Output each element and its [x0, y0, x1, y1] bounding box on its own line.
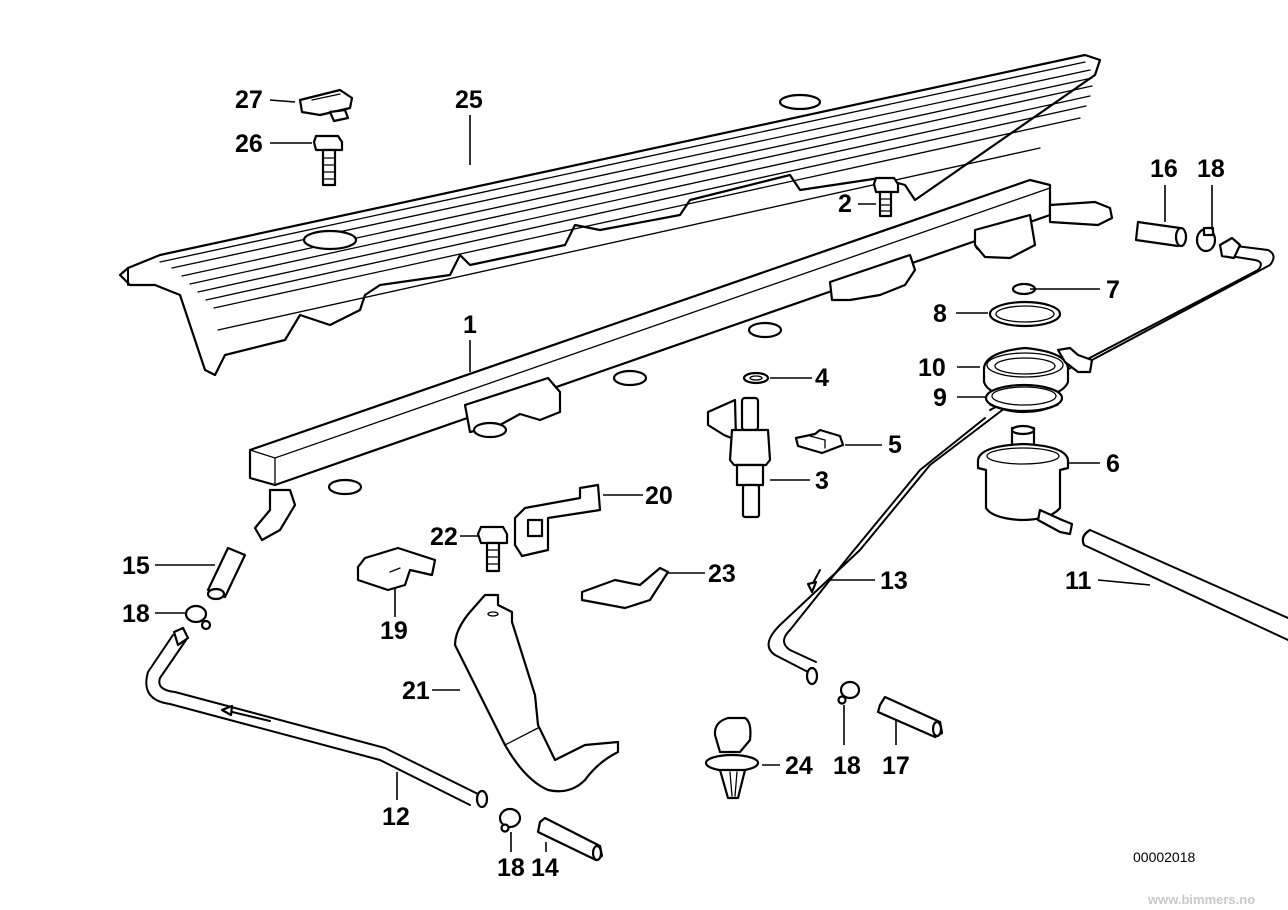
label-8[interactable]: 8 — [933, 300, 947, 328]
label-4[interactable]: 4 — [815, 364, 829, 392]
label-22[interactable]: 22 — [430, 523, 458, 551]
part-labels: 27 26 25 1 2 16 18 7 8 10 9 6 4 5 3 20 2… — [122, 86, 1225, 882]
part-15-hose[interactable] — [206, 546, 247, 601]
label-3[interactable]: 3 — [815, 467, 829, 495]
label-23[interactable]: 23 — [708, 560, 736, 588]
part-4-o-ring[interactable] — [742, 371, 770, 385]
part-18-hose-clamp[interactable] — [184, 604, 212, 631]
part-3-fuel-injector[interactable] — [706, 396, 772, 519]
label-11[interactable]: 11 — [1065, 567, 1092, 595]
label-24[interactable]: 24 — [785, 752, 813, 780]
part-27-cover-cap[interactable] — [298, 88, 354, 123]
part-5-injector-clip[interactable] — [794, 428, 845, 455]
label-9[interactable]: 9 — [933, 384, 947, 412]
label-14[interactable]: 14 — [531, 854, 559, 882]
drawing-number: 00002018 — [1133, 849, 1196, 865]
label-15[interactable]: 15 — [122, 552, 150, 580]
label-21[interactable]: 21 — [402, 677, 430, 705]
part-2-bolt[interactable] — [872, 176, 900, 218]
label-25[interactable]: 25 — [455, 86, 483, 114]
part-8-o-ring[interactable] — [988, 300, 1062, 328]
part-19-holder[interactable] — [356, 546, 437, 592]
part-12-fuel-line-return[interactable] — [145, 626, 489, 809]
label-27[interactable]: 27 — [235, 86, 263, 114]
label-13[interactable]: 13 — [880, 567, 908, 595]
label-20[interactable]: 20 — [645, 482, 673, 510]
part-16-hose[interactable] — [1134, 220, 1188, 248]
label-7[interactable]: 7 — [1106, 276, 1120, 304]
part-6-pressure-regulator[interactable] — [976, 424, 1074, 536]
label-1[interactable]: 1 — [463, 311, 477, 339]
part-23-bracket-plate[interactable] — [580, 566, 670, 610]
label-16[interactable]: 16 — [1150, 155, 1178, 183]
part-1-fuel-rail[interactable] — [248, 178, 1114, 542]
label-5[interactable]: 5 — [888, 431, 902, 459]
label-18-left[interactable]: 18 — [122, 600, 150, 628]
part-14-hose[interactable] — [536, 816, 604, 862]
label-2[interactable]: 2 — [838, 190, 852, 218]
label-18-bottom[interactable]: 18 — [497, 854, 525, 882]
part-22-bolt[interactable] — [476, 525, 509, 573]
part-10-clamp-ring[interactable] — [982, 346, 1094, 400]
part-26-bolt[interactable] — [312, 134, 344, 187]
label-17[interactable]: 17 — [882, 752, 910, 780]
part-21-support-bracket[interactable] — [453, 593, 620, 793]
part-18-hose-clamp[interactable] — [837, 680, 861, 705]
part-25-injector-cover[interactable] — [118, 53, 1102, 377]
label-6[interactable]: 6 — [1106, 450, 1120, 478]
label-10[interactable]: 10 — [918, 354, 946, 382]
part-18-hose-clamp[interactable] — [498, 807, 522, 833]
part-9-ring[interactable] — [984, 383, 1064, 414]
label-18-mid[interactable]: 18 — [833, 752, 861, 780]
part-11-vacuum-hose[interactable] — [1081, 528, 1288, 641]
part-20-bracket[interactable] — [513, 483, 602, 558]
leader-lines — [155, 99, 1213, 852]
watermark: www.bimmers.no — [1147, 892, 1255, 907]
part-18-hose-clamp[interactable] — [1195, 226, 1217, 253]
label-19[interactable]: 19 — [380, 617, 408, 645]
part-24-expanding-rivet[interactable] — [704, 716, 760, 800]
part-17-hose[interactable] — [876, 695, 944, 739]
label-26[interactable]: 26 — [235, 130, 263, 158]
label-12[interactable]: 12 — [382, 803, 410, 831]
label-18-top[interactable]: 18 — [1197, 155, 1225, 183]
